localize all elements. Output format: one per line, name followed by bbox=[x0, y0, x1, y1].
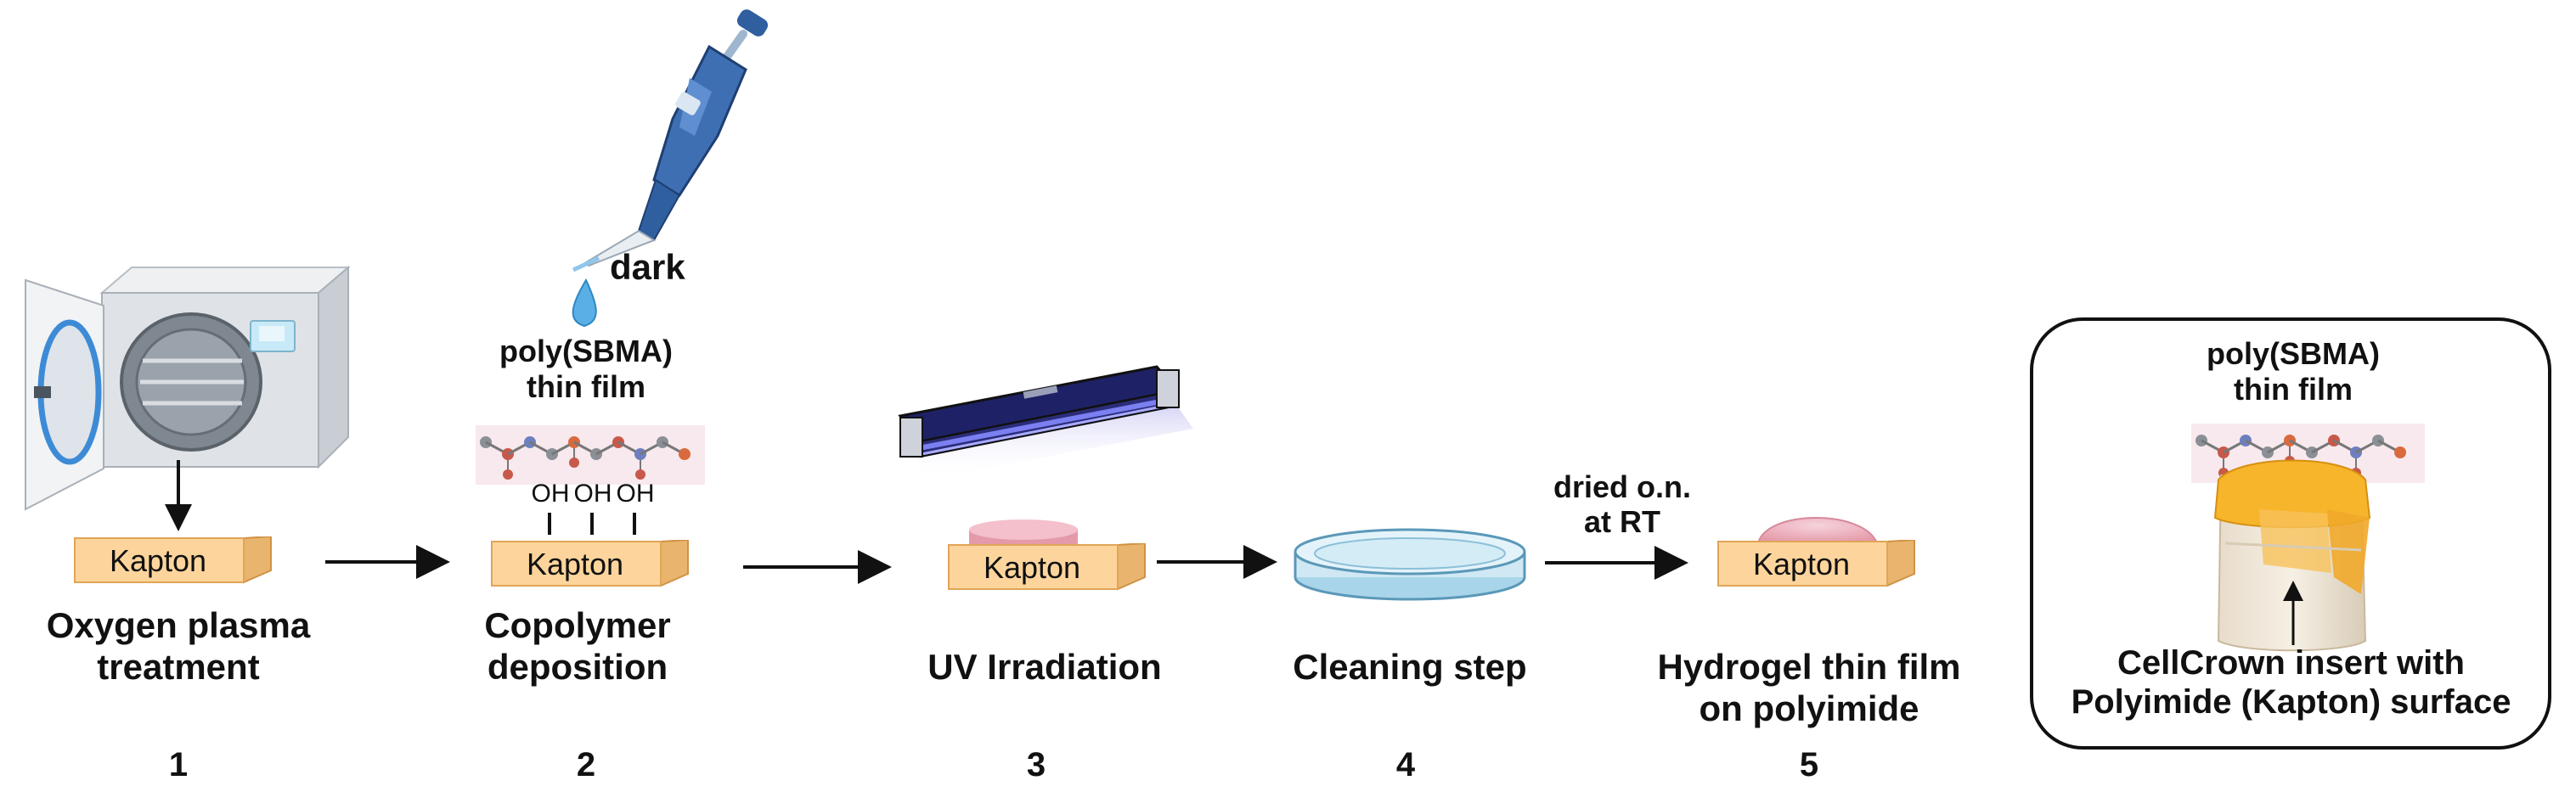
inset-film-label-line1: poly(SBMA) bbox=[2207, 336, 2380, 371]
step2-label-line1: Copolymer bbox=[484, 605, 671, 645]
drying-label-line2: at RT bbox=[1584, 504, 1660, 539]
process-arrows bbox=[325, 545, 1688, 584]
film-label-line2: thin film bbox=[527, 369, 645, 404]
film-label-line1: poly(SBMA) bbox=[499, 334, 673, 368]
step5-label-line1: Hydrogel thin film bbox=[1657, 647, 1961, 687]
dark-condition-label: dark bbox=[610, 247, 685, 287]
kapton-substrate-5: Kapton bbox=[1717, 540, 1917, 587]
step-number-3: 3 bbox=[1026, 746, 1046, 783]
kapton-label: Kapton bbox=[109, 543, 207, 578]
hydrogel-dome-graphic bbox=[1756, 517, 1879, 544]
kapton-label: Kapton bbox=[526, 547, 624, 581]
uv-lamp-icon bbox=[898, 365, 1193, 480]
hydroxyl-label: OH bbox=[616, 480, 655, 508]
plasma-chamber-icon bbox=[25, 265, 351, 511]
inset-caption-line1: CellCrown insert with bbox=[2117, 644, 2465, 682]
step2-label-line2: deposition bbox=[487, 647, 668, 687]
cellcrown-photo bbox=[2213, 459, 2371, 652]
hydroxyl-label: OH bbox=[573, 480, 612, 508]
step1-label-line1: Oxygen plasma bbox=[46, 605, 311, 645]
step5-label-line2: on polyimide bbox=[1699, 688, 1919, 728]
kapton-substrate-3: Kapton bbox=[948, 543, 1147, 591]
kapton-substrate-2: Kapton bbox=[491, 540, 691, 587]
kapton-substrate-1: Kapton bbox=[74, 536, 273, 584]
polymer-chain-graphic bbox=[476, 425, 705, 485]
step-number-4: 4 bbox=[1395, 746, 1416, 783]
drying-label-line1: dried o.n. bbox=[1553, 469, 1691, 504]
petri-dish-icon bbox=[1294, 528, 1526, 601]
step3-label: UV Irradiation bbox=[927, 647, 1162, 687]
inset-film-label-line2: thin film bbox=[2234, 372, 2353, 407]
pipette-icon bbox=[572, 9, 769, 328]
step4-label: Cleaning step bbox=[1293, 647, 1527, 687]
step-number-5: 5 bbox=[1799, 746, 1819, 783]
inset-caption-line2: Polyimide (Kapton) surface bbox=[2071, 683, 2511, 721]
step-number-2: 2 bbox=[576, 746, 596, 783]
step1-label-line2: treatment bbox=[97, 647, 260, 687]
kapton-label: Kapton bbox=[983, 550, 1081, 585]
step-number-1: 1 bbox=[168, 746, 189, 783]
hydroxyl-stems bbox=[548, 513, 636, 535]
kapton-label: Kapton bbox=[1752, 547, 1851, 581]
hydroxyl-label: OH bbox=[531, 480, 570, 508]
